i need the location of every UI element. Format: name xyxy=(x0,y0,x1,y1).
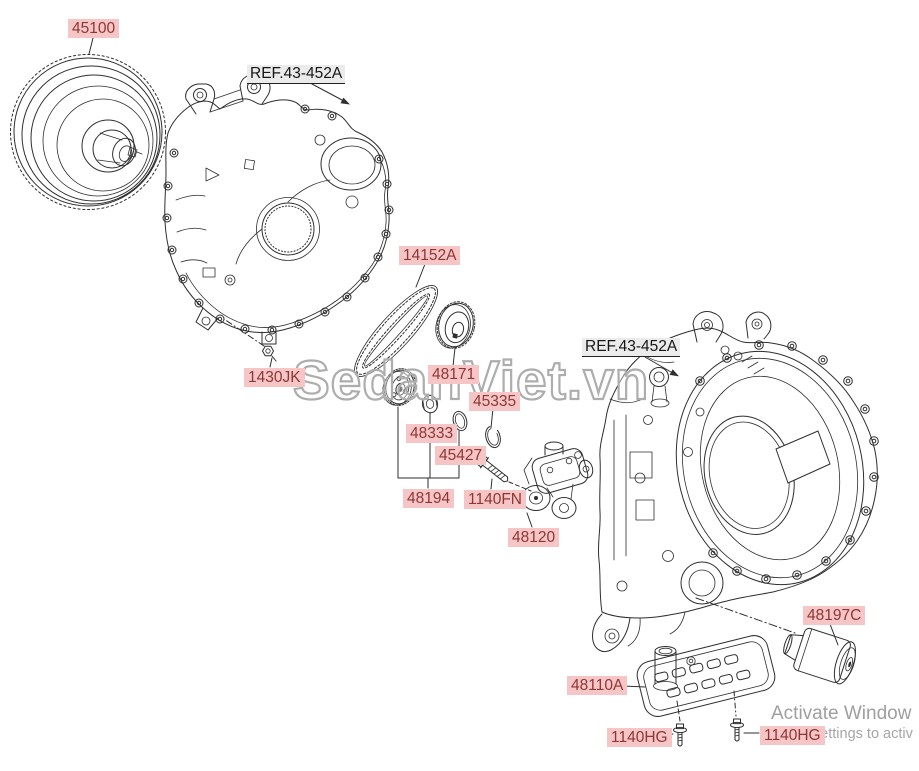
oil-filter-drawing xyxy=(783,627,856,685)
bolt-1430jk-drawing xyxy=(262,345,277,362)
label-bolt-1430jk[interactable]: 1430JK xyxy=(244,368,305,388)
oring-drawing xyxy=(452,410,468,432)
torque-converter-drawing xyxy=(10,54,166,210)
label-oil-pump-chain[interactable]: 14152A xyxy=(399,246,461,266)
ref-label-right-case[interactable]: REF.43-452A xyxy=(582,338,681,358)
left-transmission-case-drawing xyxy=(162,74,394,345)
oil-strainer-drawing xyxy=(636,635,776,717)
label-bolt-1140hg-right[interactable]: 1140HG xyxy=(760,726,825,746)
snap-ring-drawing xyxy=(485,425,501,449)
driven-sprocket-drawing xyxy=(435,301,476,349)
drive-sprocket-drawing xyxy=(382,368,417,406)
oil-pump-drawing xyxy=(521,441,594,519)
label-driven-sprocket[interactable]: 48171 xyxy=(428,365,480,385)
leader-lines xyxy=(88,37,839,737)
label-bolt-1140fn[interactable]: 1140FN xyxy=(464,490,526,510)
washer-drawing xyxy=(421,394,439,414)
right-transmission-case-drawing xyxy=(592,311,879,653)
label-oil-strainer[interactable]: 48110A xyxy=(567,676,628,696)
label-oil-filter[interactable]: 48197C xyxy=(803,606,866,626)
label-snap-ring[interactable]: 45335 xyxy=(469,392,521,412)
activate-windows-watermark: Activate Window xyxy=(771,703,912,724)
label-washer[interactable]: 48333 xyxy=(406,424,458,444)
label-oring[interactable]: 45427 xyxy=(435,446,487,466)
ref-label-left-case[interactable]: REF.43-452A xyxy=(247,65,346,85)
label-bolt-1140hg-left[interactable]: 1140HG xyxy=(607,728,672,748)
label-torque-converter[interactable]: 45100 xyxy=(68,19,120,39)
label-oil-pump[interactable]: 48120 xyxy=(508,528,560,548)
label-drive-sprocket[interactable]: 48194 xyxy=(403,489,455,509)
oil-pump-chain-drawing xyxy=(354,285,438,377)
bolt-1140hg-right-drawing xyxy=(730,718,744,742)
bolt-1140hg-left-drawing xyxy=(673,723,687,747)
